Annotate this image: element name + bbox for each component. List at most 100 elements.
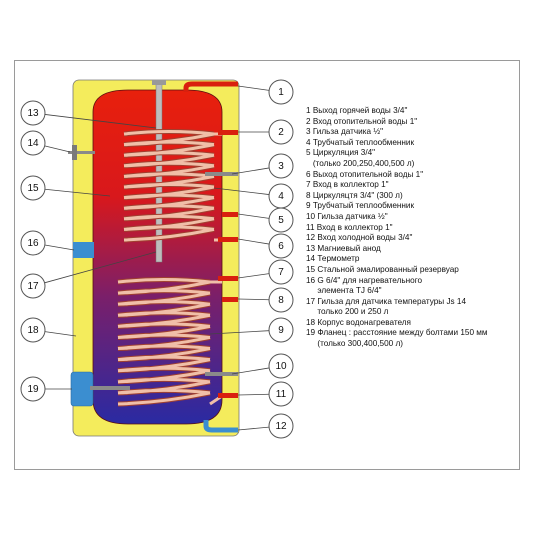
sensor-sleeve-3 xyxy=(205,172,238,176)
lower-heat-exchanger-coil xyxy=(117,277,223,407)
flange xyxy=(70,371,94,407)
legend-line: 5 Циркуляция 3/4" xyxy=(306,148,376,158)
legend-line: 14 Термометр xyxy=(306,254,360,264)
callout-number: 16 xyxy=(27,238,39,249)
callout-number: 2 xyxy=(278,127,284,138)
callout-19: 19 xyxy=(20,376,46,402)
flange-sensor-rod xyxy=(90,386,130,390)
legend-line: 12 Вход холодной воды 3/4" xyxy=(306,233,413,243)
callout-circle xyxy=(268,153,294,179)
leader-line-18 xyxy=(44,331,77,337)
callout-circle xyxy=(20,175,46,201)
thermometer-stem xyxy=(68,151,95,154)
leader-line-11 xyxy=(237,393,270,396)
leader-line-16 xyxy=(44,244,75,251)
legend-line: элемента TJ 6/4" xyxy=(306,286,382,296)
legend-line: 11 Вход в коллектор 1" xyxy=(306,222,393,232)
upper-heat-exchanger-coil xyxy=(123,129,222,243)
callout-11: 11 xyxy=(268,381,294,407)
anode-cap xyxy=(152,80,166,85)
legend-line: (только 300,400,500 л) xyxy=(306,339,403,349)
legend-line: 19 Фланец : расстояние между болтами 150… xyxy=(306,328,488,338)
legend-line: (только 200,250,400,500 л) xyxy=(306,158,415,168)
callout-number: 14 xyxy=(27,138,39,149)
heating-element-port xyxy=(73,242,94,258)
callout-number: 13 xyxy=(27,108,39,119)
callout-circle xyxy=(268,119,294,145)
leader-line-8 xyxy=(237,298,270,301)
callout-circle xyxy=(268,287,294,313)
callout-circle xyxy=(268,381,294,407)
hot-water-outlet-pipe xyxy=(183,81,238,92)
callout-circle xyxy=(268,79,294,105)
callout-17: 17 xyxy=(20,273,46,299)
callout-number: 1 xyxy=(278,87,284,98)
callout-number: 5 xyxy=(278,215,284,226)
cold-water-inlet-pipe xyxy=(203,420,238,433)
callout-number: 15 xyxy=(27,183,39,194)
legend-line: 1 Выход горячей воды 3/4" xyxy=(306,106,408,115)
callout-circle xyxy=(268,233,294,259)
callout-circle xyxy=(20,376,46,402)
callout-number: 17 xyxy=(27,281,39,292)
legend-line: 13 Магниевый анод xyxy=(306,243,381,253)
callout-circle xyxy=(268,259,294,285)
callout-4: 4 xyxy=(268,183,294,209)
coil-tube xyxy=(123,130,215,242)
legend-line: 6 Выход отопительной воды 1" xyxy=(306,169,424,179)
callout-number: 18 xyxy=(27,325,39,336)
callout-number: 10 xyxy=(275,361,287,372)
legend-line: только 200 и 250 л xyxy=(306,307,389,317)
legend-line: 9 Трубчатый теплообменник xyxy=(306,201,415,211)
legend-line: 7 Вход в коллектор 1" xyxy=(306,180,389,190)
callout-9: 9 xyxy=(268,317,294,343)
heating-inlet-port xyxy=(218,130,238,135)
callout-number: 11 xyxy=(276,389,287,400)
circulation-port-8 xyxy=(222,297,238,302)
leader-line-4 xyxy=(213,187,270,195)
callout-number: 19 xyxy=(27,384,39,395)
callout-6: 6 xyxy=(268,233,294,259)
callout-number: 8 xyxy=(278,295,284,306)
legend-line: 10 Гильза датчика ½" xyxy=(306,211,388,221)
callout-number: 7 xyxy=(278,267,284,278)
leader-line-3 xyxy=(231,167,270,175)
leader-line-6 xyxy=(237,238,270,245)
leader-line-13 xyxy=(44,114,157,129)
callout-leaders xyxy=(44,85,270,431)
callout-12: 12 xyxy=(268,413,294,439)
callout-number: 6 xyxy=(278,241,284,252)
leader-line-5 xyxy=(237,213,270,219)
collector-inlet-port-7 xyxy=(218,276,238,281)
leader-line-17 xyxy=(44,251,157,284)
callout-15: 15 xyxy=(20,175,46,201)
callout-3: 3 xyxy=(268,153,294,179)
callout-circle xyxy=(20,273,46,299)
legend-line: 8 Циркуляцтя 3/4" (300 л) xyxy=(306,190,403,200)
callout-5: 5 xyxy=(268,207,294,233)
leader-line-15 xyxy=(44,188,111,197)
callout-number: 9 xyxy=(278,325,284,336)
thermometer-head xyxy=(72,145,77,160)
legend-line: 18 Корпус водонагревателя xyxy=(306,317,411,327)
callout-circle xyxy=(20,100,46,126)
legend-line: 4 Трубчатый теплообменник xyxy=(306,137,415,147)
leader-line-14 xyxy=(44,145,71,153)
callout-circle xyxy=(20,317,46,343)
leader-line-1 xyxy=(237,85,270,91)
callout-16: 16 xyxy=(20,230,46,256)
callout-number: 12 xyxy=(275,421,287,432)
leader-line-7 xyxy=(237,273,270,279)
callout-circle xyxy=(268,207,294,233)
collector-inlet-port-11 xyxy=(218,393,238,398)
callout-2: 2 xyxy=(268,119,294,145)
callout-circle xyxy=(268,353,294,379)
heating-outlet-port xyxy=(218,237,238,242)
callout-number: 4 xyxy=(278,191,284,202)
callout-7: 7 xyxy=(268,259,294,285)
callout-14: 14 xyxy=(20,130,46,156)
callout-circle xyxy=(20,130,46,156)
callout-18: 18 xyxy=(20,317,46,343)
